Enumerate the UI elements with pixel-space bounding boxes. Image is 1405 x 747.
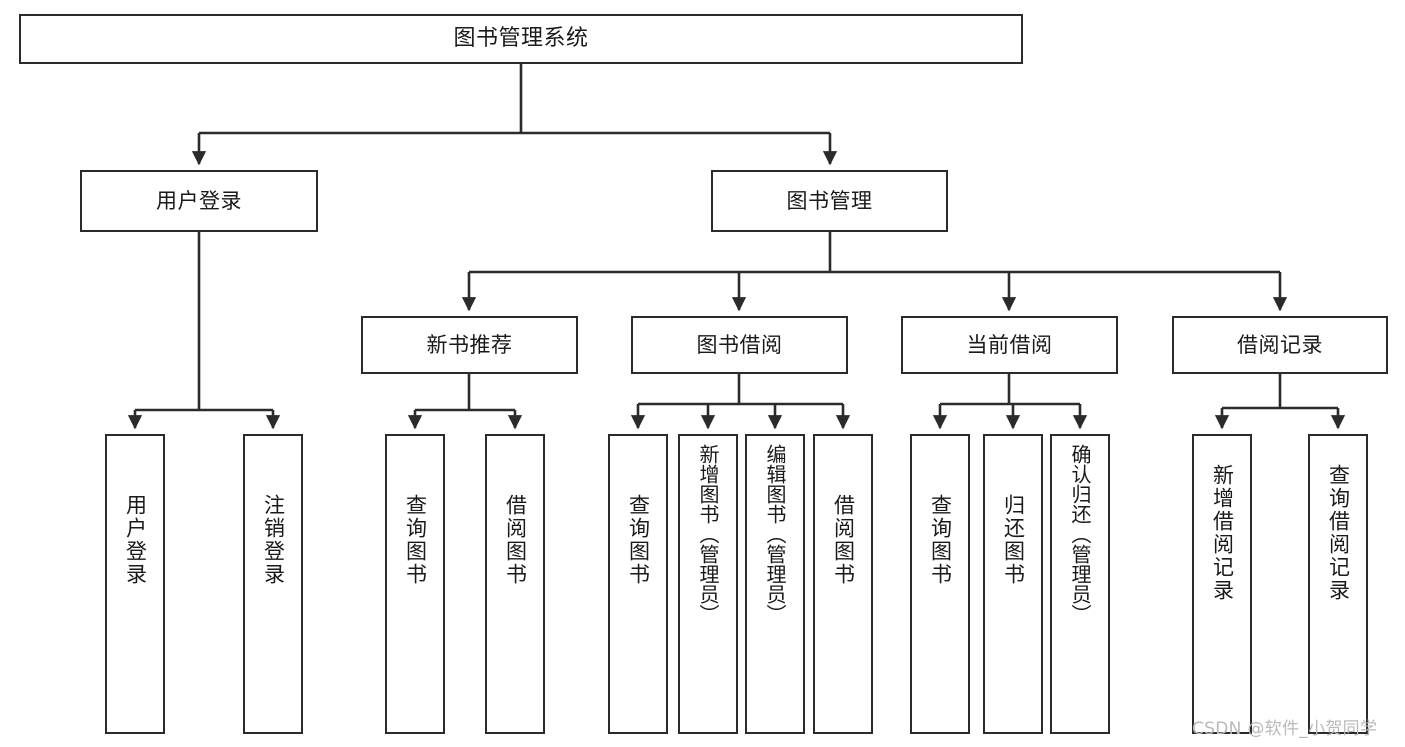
leaf-query-book-2-label: 查询图书 [626,494,651,586]
node-book-manage[interactable]: 图书管理 [711,170,948,232]
node-borrow-record-label: 借阅记录 [1237,332,1323,357]
node-book-borrow-label: 图书借阅 [696,332,783,357]
node-new-book-rec[interactable]: 新书推荐 [361,316,578,374]
node-root-label: 图书管理系统 [453,26,589,52]
leaf-query-book-3[interactable]: 查询图书 [910,434,970,734]
leaf-add-book[interactable]: 新增图书（管理员） [678,434,738,734]
leaf-add-record[interactable]: 新增借阅记录 [1192,434,1252,734]
leaf-add-book-label: 新增图书（管理员） [696,444,720,624]
node-current-borrow[interactable]: 当前借阅 [901,316,1118,374]
leaf-borrow-book-1[interactable]: 借阅图书 [485,434,545,734]
leaf-borrow-book-1-label: 借阅图书 [503,494,528,586]
node-root[interactable]: 图书管理系统 [19,14,1023,64]
leaf-query-record-label: 查询借阅记录 [1326,464,1351,602]
node-user-login-label: 用户登录 [156,188,242,213]
leaf-return-book-label: 归还图书 [1001,494,1026,586]
leaf-user-login[interactable]: 用户登录 [105,434,165,734]
leaf-logout-label: 注销登录 [261,494,286,586]
leaf-confirm-return-label: 确认归还（管理员） [1068,444,1092,624]
node-current-borrow-label: 当前借阅 [966,332,1053,357]
leaf-query-book-3-label: 查询图书 [928,494,953,586]
node-book-manage-label: 图书管理 [786,188,873,213]
leaf-edit-book[interactable]: 编辑图书（管理员） [745,434,805,734]
node-user-login[interactable]: 用户登录 [80,170,318,232]
leaf-borrow-book-2-label: 借阅图书 [831,494,856,586]
leaf-confirm-return[interactable]: 确认归还（管理员） [1050,434,1110,734]
node-borrow-record[interactable]: 借阅记录 [1172,316,1388,374]
node-new-book-rec-label: 新书推荐 [426,332,513,357]
leaf-edit-book-label: 编辑图书（管理员） [763,444,787,624]
leaf-query-record[interactable]: 查询借阅记录 [1308,434,1368,734]
leaf-query-book-1[interactable]: 查询图书 [385,434,445,734]
node-book-borrow[interactable]: 图书借阅 [631,316,848,374]
watermark: CSDN @软件_小贺同学 [1192,719,1378,739]
leaf-borrow-book-2[interactable]: 借阅图书 [813,434,873,734]
leaf-return-book[interactable]: 归还图书 [983,434,1043,734]
leaf-user-login-label: 用户登录 [123,494,148,586]
leaf-query-book-2[interactable]: 查询图书 [608,434,668,734]
leaf-add-record-label: 新增借阅记录 [1210,464,1235,602]
leaf-logout[interactable]: 注销登录 [243,434,303,734]
leaf-query-book-1-label: 查询图书 [403,494,428,586]
